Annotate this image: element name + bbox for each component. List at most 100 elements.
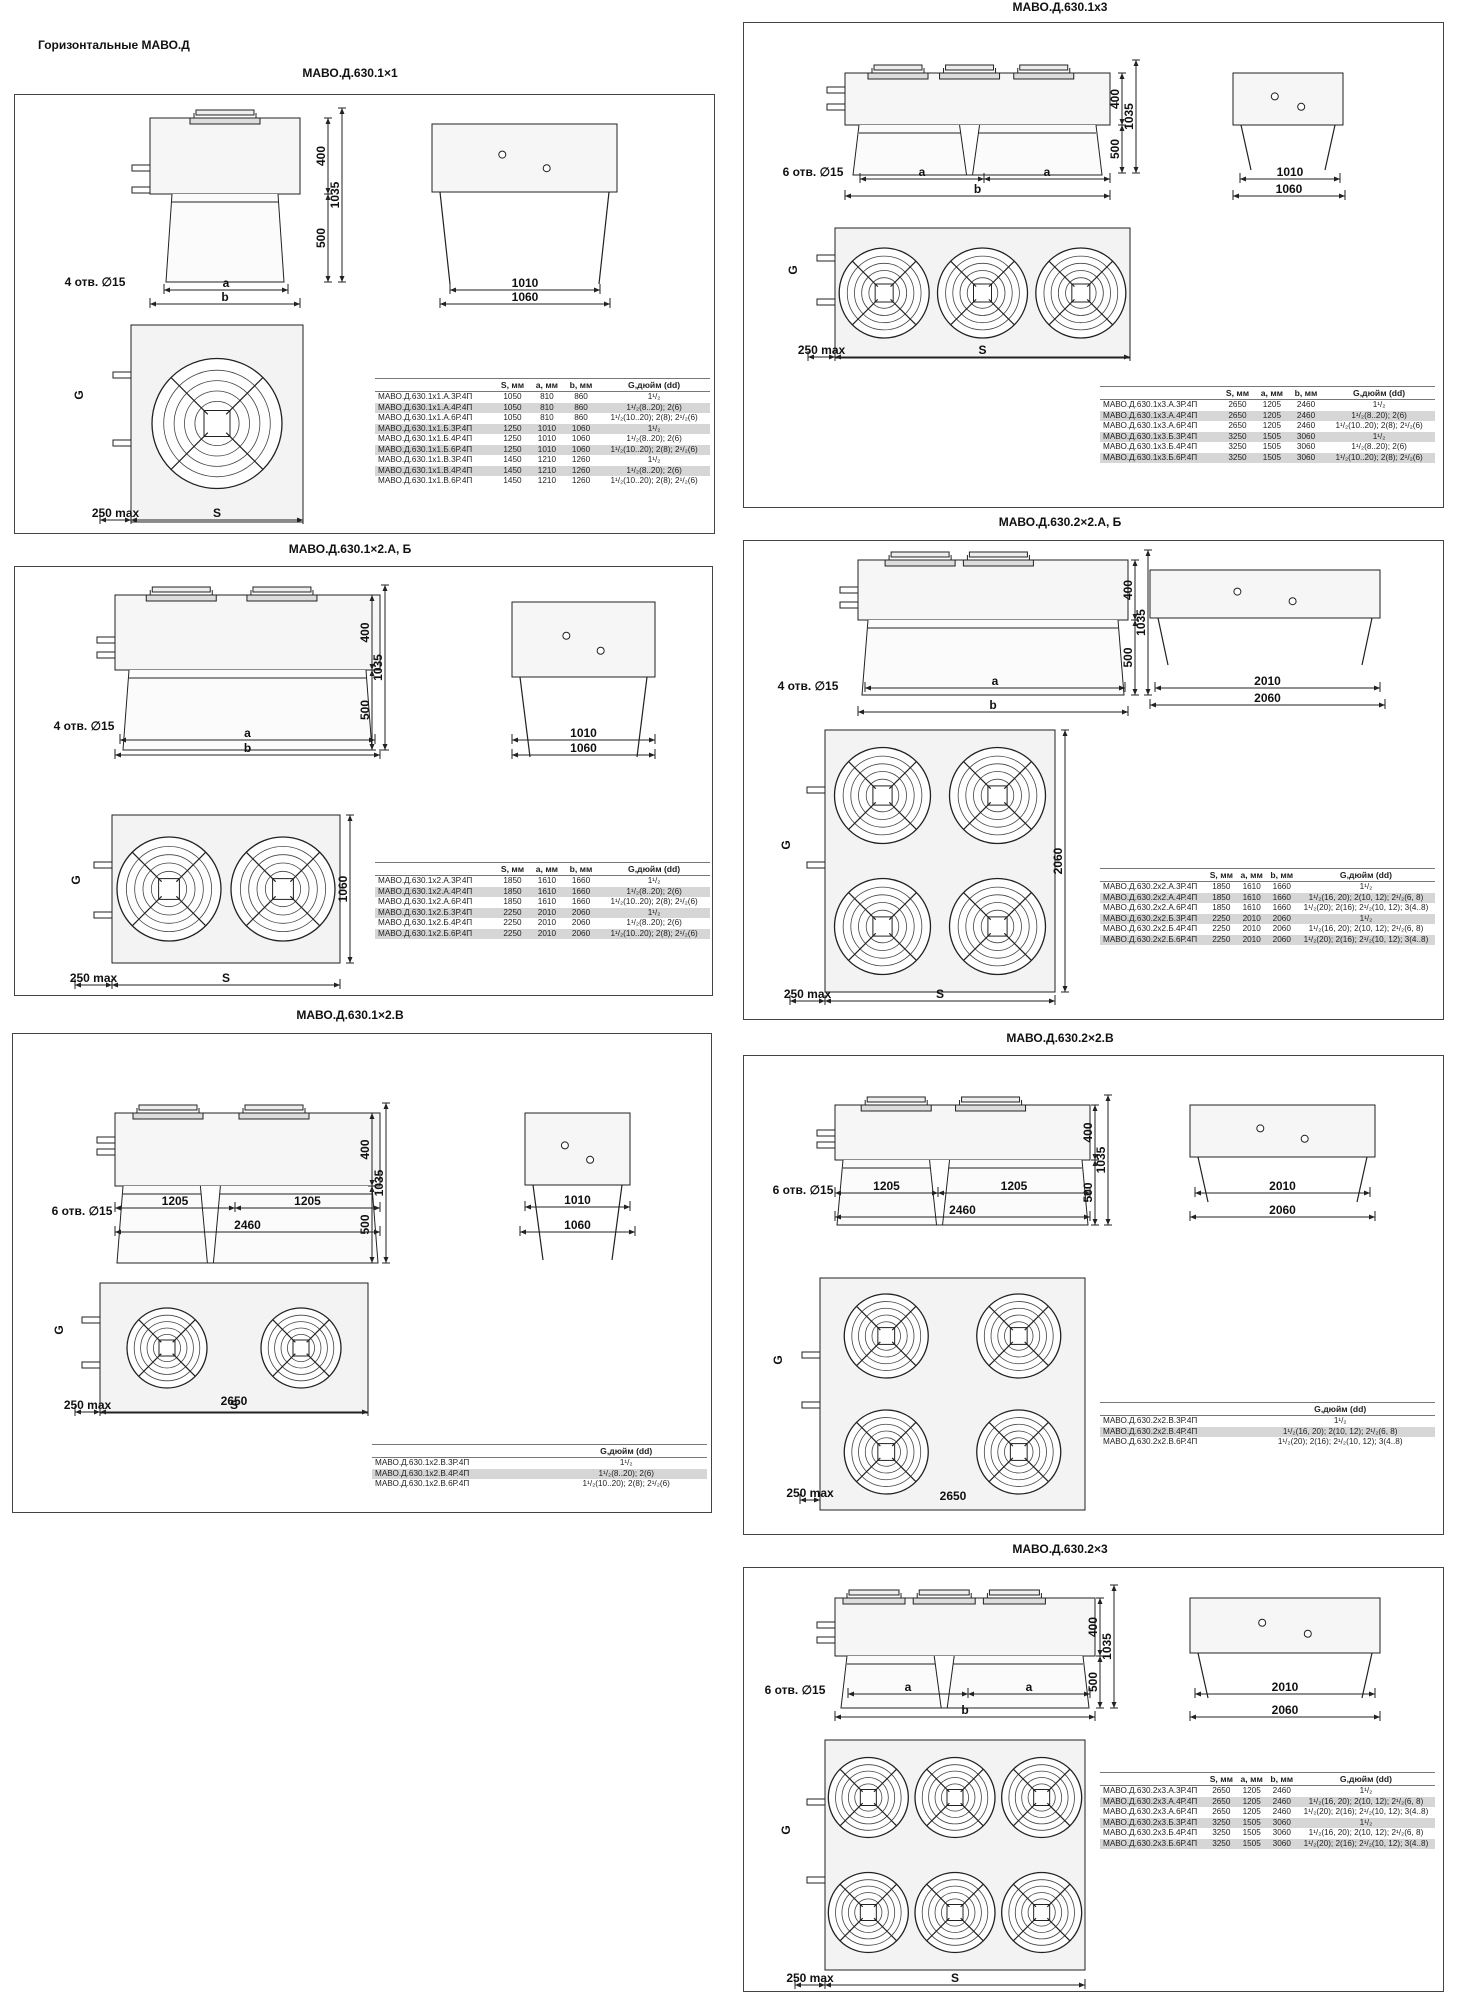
fan-ring: [990, 1307, 1047, 1365]
table-cell: 1660: [563, 897, 599, 908]
fan-spoke: [926, 1883, 950, 1908]
fan-ring: [941, 1898, 970, 1927]
holes-label: 4 отв. ∅15: [778, 679, 839, 693]
fan-spoke: [131, 895, 163, 927]
dim-label: 2060: [1254, 691, 1281, 705]
table-cell: 1060: [563, 434, 599, 445]
end-body: [524, 1112, 631, 1186]
fan-spoke: [873, 1883, 898, 1908]
unit-body: [857, 559, 1129, 621]
dim-label: 1205: [1001, 1179, 1028, 1193]
table-cell: 1¹/₂(10..20); 2(8); 2¹/₂(6): [598, 897, 710, 908]
fan-ring: [980, 909, 1015, 944]
table-header-cell: G,дюйм (dd): [1296, 1772, 1435, 1786]
table-cell: 1010: [529, 444, 564, 455]
fan-ring: [1050, 262, 1111, 324]
table-cell: МАВО.Д.630.2х2.Б.3Р.4П: [1100, 913, 1206, 924]
fan-hub: [859, 1789, 877, 1806]
table-header-cell: [375, 862, 495, 876]
fan-spoke: [873, 1917, 898, 1942]
panel-frame-p22v: [743, 1055, 1444, 1535]
fan-spoke: [926, 1768, 950, 1793]
fan-spoke: [1024, 1421, 1049, 1447]
table-cell: МАВО.Д.630.1х3.А.4Р.4П: [1100, 410, 1220, 421]
dim-arrow: [800, 1497, 820, 1503]
fan-spoke: [1086, 260, 1114, 288]
fan-spoke: [1012, 1768, 1037, 1793]
table-cell: 1205: [1236, 1807, 1267, 1818]
port-icon: [1297, 102, 1306, 111]
title-p22v: МАВО.Д.630.2×2.В: [1006, 1031, 1114, 1045]
dim-label: 250 max: [64, 1398, 112, 1412]
unit-body: [844, 72, 1111, 126]
table-cell: 2250: [495, 918, 530, 929]
fan-hat: [246, 594, 318, 602]
fan-ring: [851, 1301, 922, 1371]
table-cell: 1¹/₂: [1296, 881, 1435, 893]
fan-spoke: [963, 932, 992, 961]
fan-cap: [252, 586, 312, 593]
table-header-cell: b, мм: [1288, 386, 1324, 400]
fan-spoke: [848, 892, 877, 921]
table-header-cell: G,дюйм (dd): [598, 862, 710, 876]
end-body: [431, 123, 618, 193]
fan-hub: [859, 1904, 877, 1921]
dim-label: S: [213, 506, 221, 520]
fan-hub: [946, 1904, 964, 1921]
fan-ring: [142, 862, 196, 916]
fan-spoke: [873, 1802, 898, 1827]
table-cell: МАВО.Д.630.1х2.А.3Р.4П: [375, 875, 495, 887]
dim-label: 500: [1121, 647, 1135, 667]
panel-frame-p12ab: [14, 566, 713, 996]
fan-spoke: [306, 1319, 330, 1343]
panel-frame-p23: [743, 1567, 1444, 1992]
fan-spoke: [1046, 1917, 1071, 1942]
fan-ring: [858, 771, 907, 820]
fan-ring: [1021, 1892, 1063, 1933]
table-cell: 1660: [1266, 903, 1297, 914]
table-cell: МАВО.Д.630.2х3.Б.3Р.4П: [1100, 1817, 1206, 1828]
table-header-cell: [1100, 868, 1206, 882]
table-cell: 1450: [495, 476, 530, 487]
fan-cap: [195, 109, 255, 116]
unit-legs: [165, 193, 285, 283]
table-cell: 1¹/₂(10..20); 2(8); 2¹/₂(6): [598, 413, 710, 424]
fan-ring: [858, 902, 907, 951]
pipe-stub: [81, 1316, 101, 1324]
fan-spoke: [873, 1768, 898, 1793]
fan-ring: [921, 1879, 989, 1946]
dim-label: b: [221, 290, 228, 304]
table-cell: 1850: [1205, 892, 1237, 903]
table-header-cell: [1100, 1402, 1246, 1416]
table-cell: 2650: [1205, 1807, 1237, 1818]
table-cell: МАВО.Д.630.1х1.А.4Р.4П: [375, 402, 495, 413]
fan-spoke: [856, 1305, 881, 1331]
fan-ring: [264, 870, 302, 908]
port-icon: [1256, 1124, 1265, 1133]
end-legs: [532, 1184, 623, 1261]
table-cell: МАВО.Д.630.1х3.Б.6Р.4П: [1100, 452, 1220, 463]
port-icon: [542, 164, 551, 173]
table-cell: МАВО.Д.630.2х2.А.4Р.4П: [1100, 892, 1206, 903]
panel-frame-p22ab: [743, 540, 1444, 1020]
fan-spoke: [170, 377, 209, 415]
dim-label: 2060: [1051, 847, 1065, 874]
port-icon: [1233, 587, 1242, 596]
table-cell: МАВО.Д.630.2х2.А.3Р.4П: [1100, 881, 1206, 893]
table-header-cell: [1100, 386, 1220, 400]
holes-label: 6 отв. ∅15: [765, 1683, 826, 1697]
table-header-cell: G,дюйм (dd): [1323, 386, 1435, 400]
table-cell: 2650: [1205, 1796, 1237, 1807]
table-cell: 2460: [1288, 399, 1324, 411]
table-cell: 2460: [1288, 421, 1324, 432]
table-cell: 1505: [1236, 1838, 1267, 1849]
table-cell: 1610: [529, 886, 564, 897]
table-cell: 1¹/₂: [1323, 399, 1435, 411]
table-cell: 1850: [1205, 903, 1237, 914]
table-cell: МАВО.Д.630.2х2.А.6Р.4П: [1100, 903, 1206, 914]
fan-cap: [1019, 64, 1069, 71]
table-cell: МАВО.Д.630.2х2.В.3Р.4П: [1100, 1415, 1246, 1427]
